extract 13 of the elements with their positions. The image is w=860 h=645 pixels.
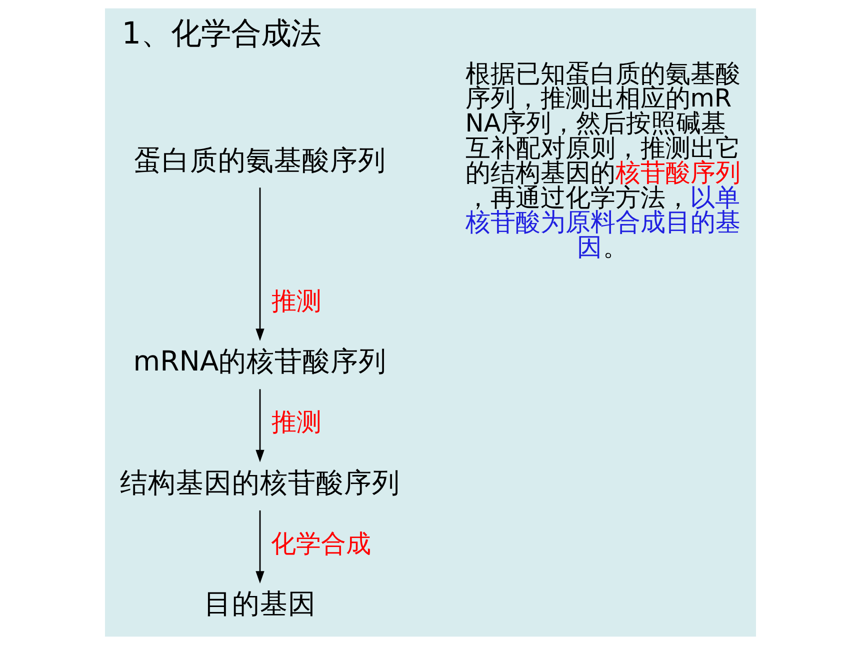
edge-label: 推测 (270, 408, 321, 437)
edge-label: 化学合成 (270, 528, 371, 558)
diagram-title: 1、化学合成法 (121, 16, 321, 52)
node-text: mRNA的核苷酸序列 (132, 346, 386, 378)
node-text: 蛋白质的氨基酸序列 (134, 144, 386, 177)
arrow (255, 510, 264, 584)
label: 。 (602, 232, 628, 262)
arrow (255, 188, 264, 342)
node-text: 结构基因的核苷酸序列 (120, 466, 400, 499)
arrow (255, 389, 264, 462)
label: 因 (576, 232, 602, 262)
edge-label: 推测 (270, 286, 321, 316)
node-text: 目的基因 (204, 588, 316, 620)
